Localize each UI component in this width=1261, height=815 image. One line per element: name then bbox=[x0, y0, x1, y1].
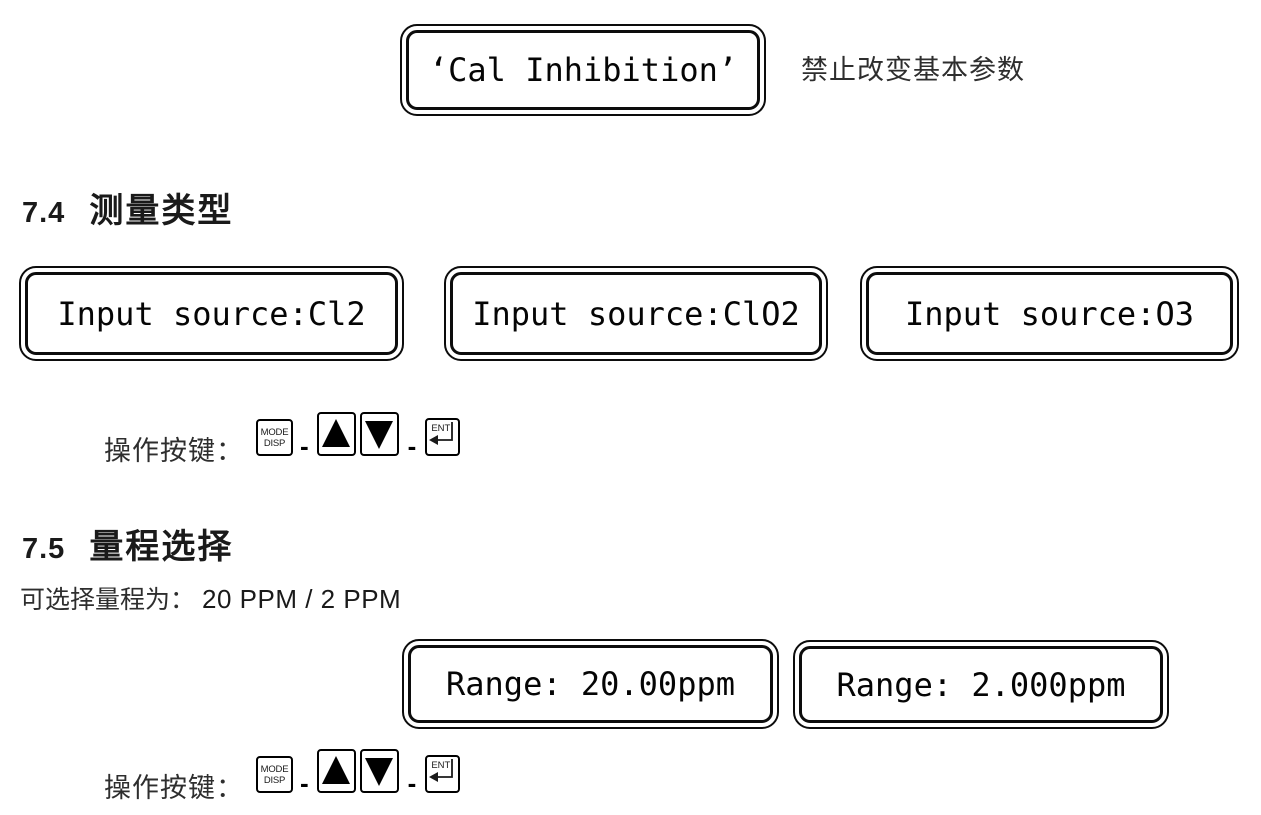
section-title: 测量类型 bbox=[89, 192, 234, 230]
up-triangle-icon bbox=[322, 418, 351, 447]
key-separator: - bbox=[300, 431, 309, 461]
range-options-value: 20 PPM / 2 PPM bbox=[202, 584, 402, 614]
return-arrow-icon bbox=[429, 422, 454, 445]
disp-key-label: DISP bbox=[263, 437, 286, 449]
ent-key-label: ENT bbox=[431, 423, 451, 434]
range-2ppm-display: Range: 2.000ppm bbox=[793, 640, 1169, 729]
ent-key: ENT bbox=[425, 418, 461, 456]
key-separator: - bbox=[407, 768, 417, 798]
range-20ppm-text: Range: 20.00ppm bbox=[408, 645, 773, 723]
up-arrow-key bbox=[316, 412, 356, 456]
cal-inhibition-display: ‘Cal Inhibition’ bbox=[400, 24, 766, 116]
input-source-clo2-text: Input source:ClO2 bbox=[450, 272, 822, 355]
mode-key-label: MODE bbox=[260, 426, 289, 438]
range-2ppm-text: Range: 2.000ppm bbox=[799, 646, 1163, 723]
range-20ppm-display: Range: 20.00ppm bbox=[402, 639, 779, 729]
disp-key-label: DISP bbox=[263, 774, 286, 786]
down-triangle-icon bbox=[365, 757, 394, 786]
section-title: 量程选择 bbox=[89, 528, 234, 566]
cal-inhibition-note: 禁止改变基本参数 bbox=[801, 55, 1025, 85]
operation-keys-row: MODE DISP - - ENT bbox=[256, 412, 461, 461]
section-number: 7.4 bbox=[22, 197, 66, 229]
input-source-cl2-text: Input source:Cl2 bbox=[25, 272, 398, 355]
mode-disp-key: MODE DISP bbox=[256, 756, 293, 793]
down-arrow-key bbox=[359, 412, 399, 456]
operation-keys-row: MODE DISP - - ENT bbox=[256, 749, 461, 798]
key-separator: - bbox=[407, 431, 417, 461]
section-7-5-heading: 7.5 量程选择 bbox=[22, 519, 233, 568]
down-arrow-key bbox=[359, 749, 399, 793]
input-source-cl2-display: Input source:Cl2 bbox=[19, 266, 404, 361]
input-source-clo2-display: Input source:ClO2 bbox=[444, 266, 828, 361]
range-options-line: 可选择量程为： 20 PPM / 2 PPM bbox=[20, 580, 401, 616]
down-triangle-icon bbox=[365, 420, 394, 449]
key-separator: - bbox=[300, 768, 309, 798]
cal-inhibition-text: ‘Cal Inhibition’ bbox=[406, 30, 760, 110]
operation-keys-label: 操作按键： bbox=[104, 436, 244, 466]
up-triangle-icon bbox=[322, 755, 351, 784]
input-source-o3-display: Input source:O3 bbox=[860, 266, 1239, 361]
mode-disp-key: MODE DISP bbox=[256, 419, 293, 456]
input-source-o3-text: Input source:O3 bbox=[866, 272, 1233, 355]
section-7-4-heading: 7.4 测量类型 bbox=[22, 183, 233, 232]
section-number: 7.5 bbox=[22, 533, 66, 565]
mode-key-label: MODE bbox=[260, 763, 289, 775]
up-arrow-key bbox=[316, 749, 356, 793]
ent-key: ENT bbox=[425, 755, 461, 793]
return-arrow-icon bbox=[429, 759, 454, 782]
ent-key-label: ENT bbox=[431, 760, 451, 771]
operation-keys-label: 操作按键： bbox=[104, 773, 244, 803]
range-options-label: 可选择量程为： bbox=[20, 586, 196, 614]
